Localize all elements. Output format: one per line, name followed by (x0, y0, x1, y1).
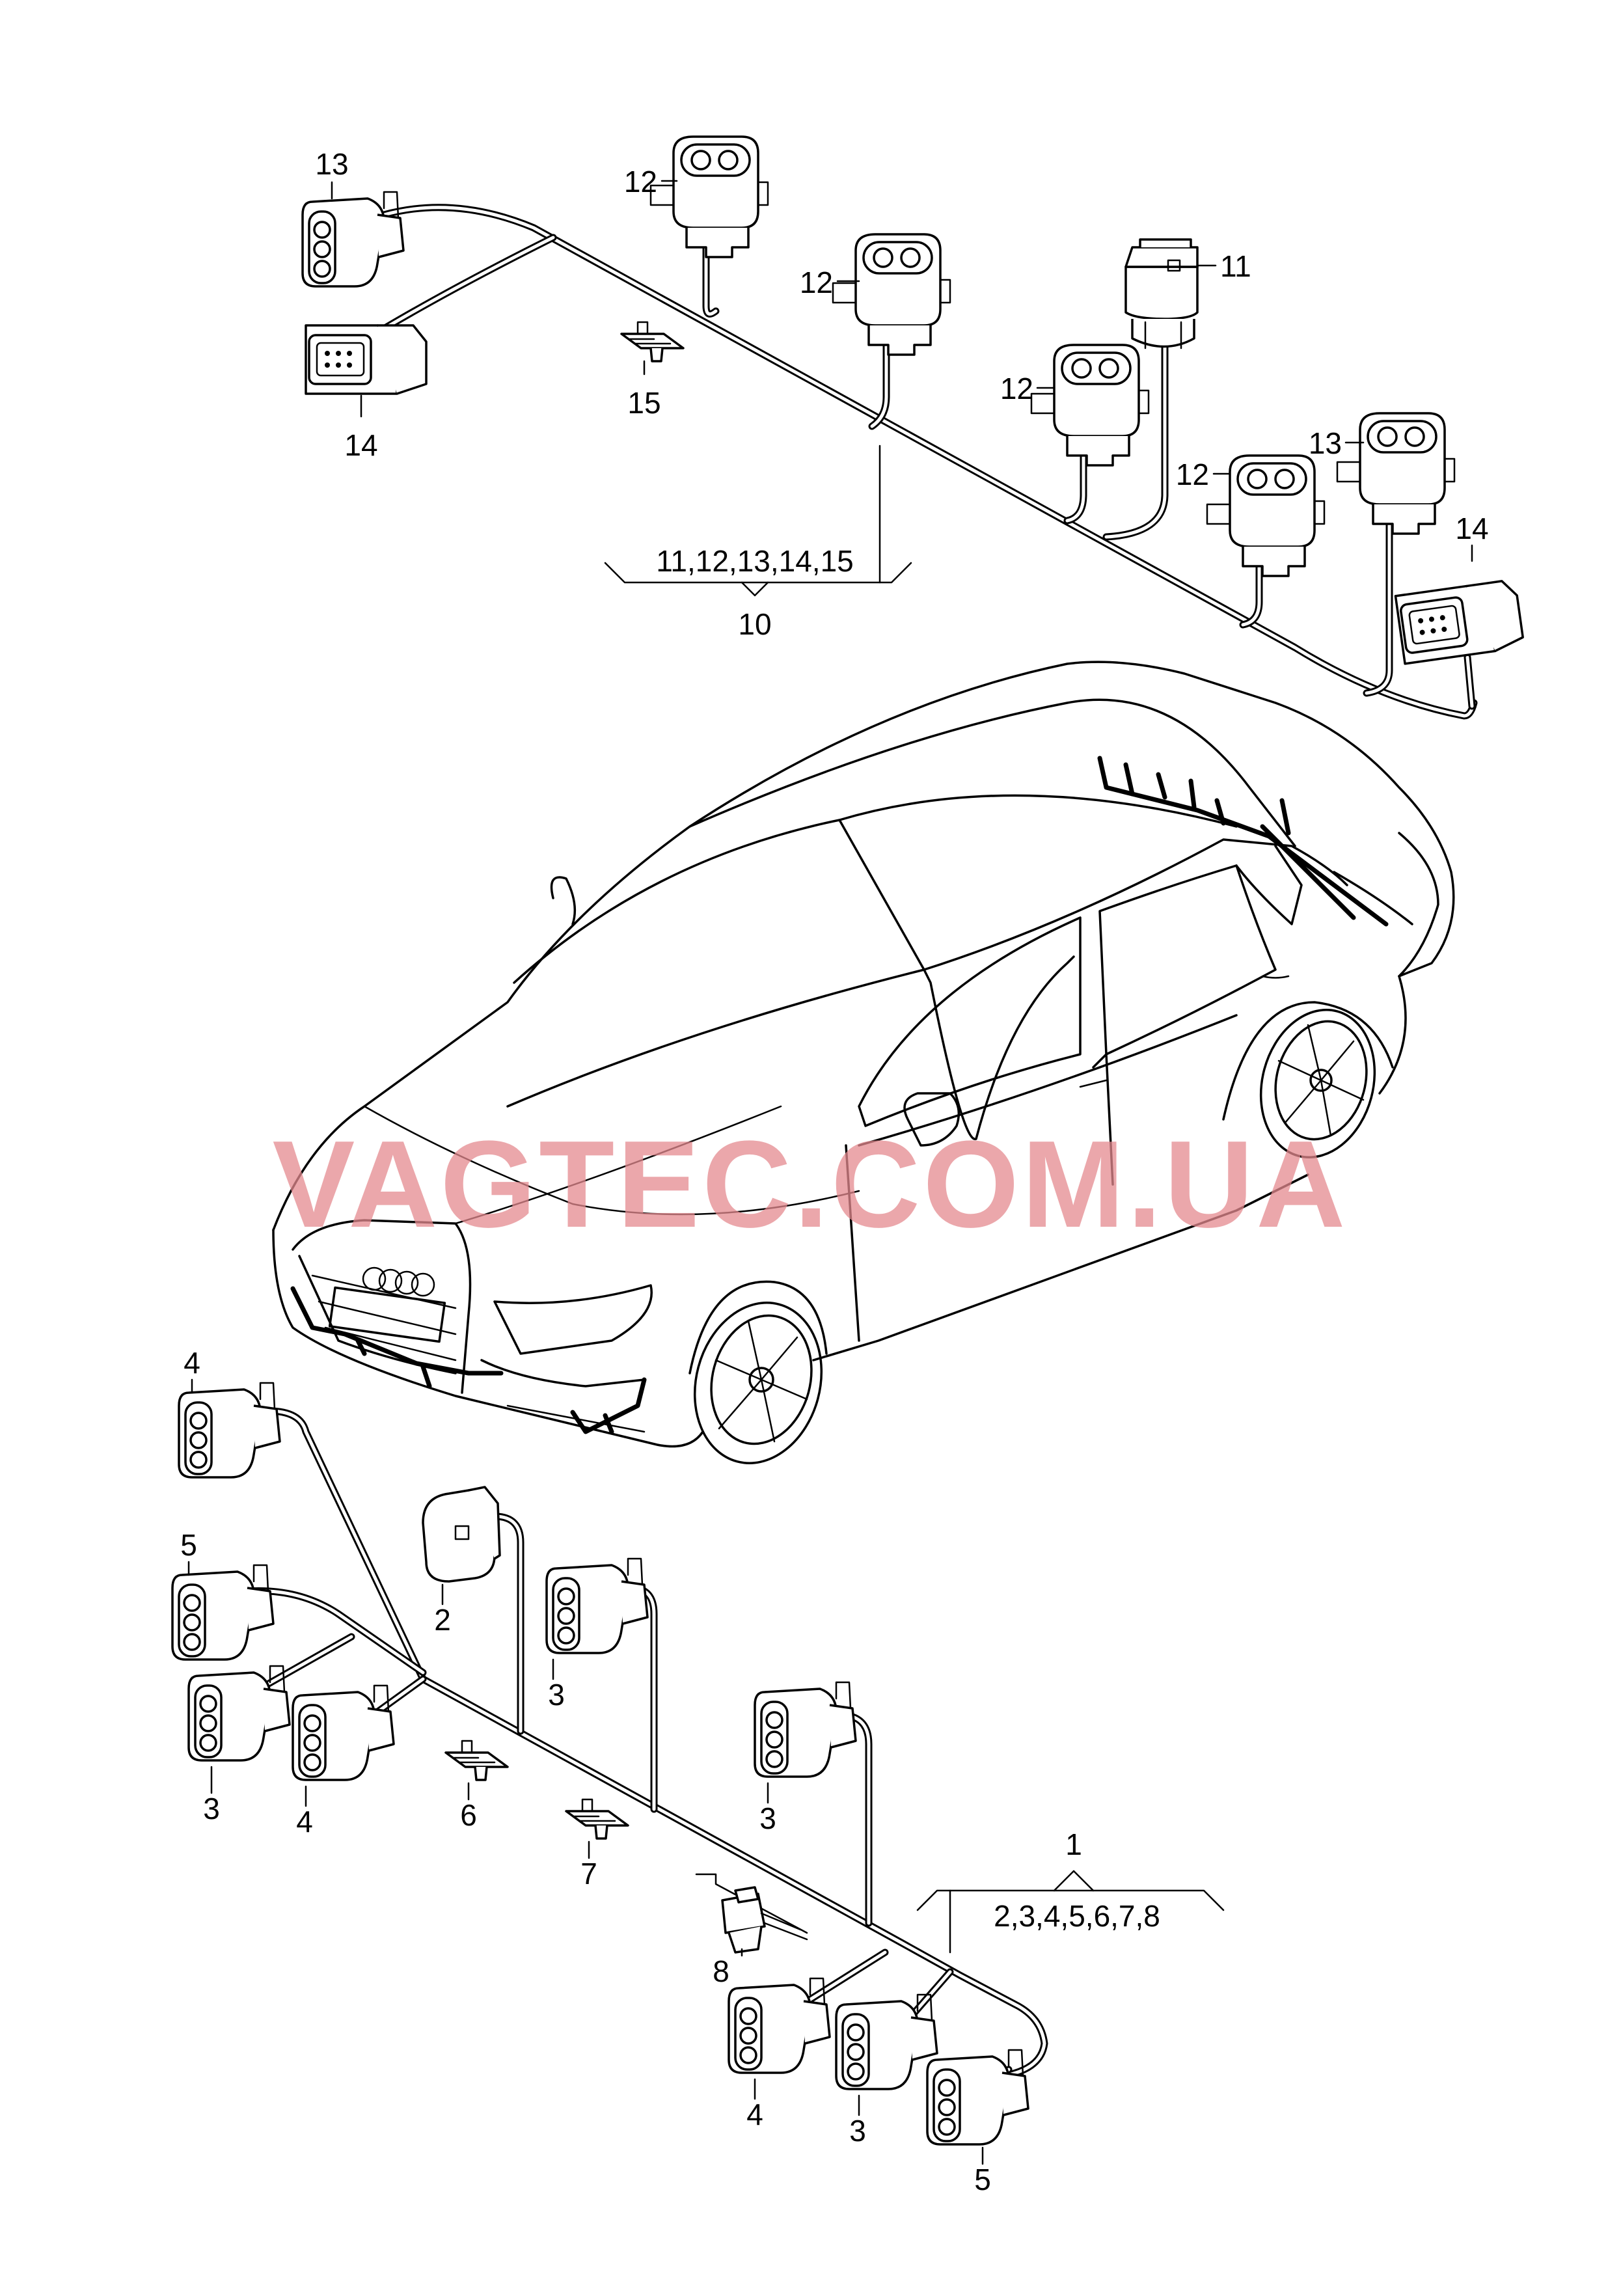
connector-13-b (1336, 412, 1456, 535)
callout-15: 15 (627, 386, 661, 420)
callout-5-b: 5 (974, 2163, 991, 2196)
car-illustration (272, 661, 1455, 1464)
cable-clip-15 (620, 321, 685, 362)
callout-4-b: 4 (296, 1805, 313, 1838)
callout-11: 11 (1220, 249, 1251, 283)
connector-14-b (1394, 578, 1526, 665)
connector-3-c (754, 1681, 857, 1778)
front-leader-lines (187, 1378, 1225, 2165)
connector-14-a (305, 324, 428, 395)
callout-4-a: 4 (184, 1346, 200, 1380)
connector-2 (422, 1486, 501, 1583)
group-1-number: 1 (1065, 1827, 1082, 1861)
connector-4-a (178, 1382, 281, 1479)
cable-clip-6 (444, 1740, 509, 1781)
callout-12-b: 12 (800, 266, 833, 299)
brand-logo-rings (362, 1266, 435, 1297)
callout-7: 7 (580, 1857, 597, 1891)
rear-harness: 13 12 12 11 12 12 13 14 14 15 11,12,13,1… (301, 135, 1526, 720)
cable-clip-7 (565, 1798, 629, 1840)
callout-13-a: 13 (315, 147, 348, 181)
callout-3-b: 3 (548, 1678, 565, 1712)
callout-3-d: 3 (849, 2114, 866, 2148)
callout-2: 2 (434, 1603, 451, 1637)
callout-3-c: 3 (759, 1801, 776, 1835)
rear-harness-trunk (380, 204, 1478, 720)
callout-13-b: 13 (1309, 426, 1342, 460)
callout-12-c: 12 (1000, 372, 1033, 405)
rear-leader-lines (331, 180, 1473, 597)
callout-4-c: 4 (746, 2098, 763, 2131)
group-10-number: 10 (738, 607, 771, 641)
group-1-contents: 2,3,4,5,6,7,8 (994, 1899, 1160, 1933)
connector-5-b (926, 2049, 1029, 2146)
callout-5-a: 5 (180, 1528, 197, 1562)
connector-12-a (649, 135, 769, 258)
connector-4-b (292, 1684, 395, 1781)
callout-14-b: 14 (1455, 512, 1488, 545)
group-10-contents: 11,12,13,14,15 (656, 544, 854, 578)
watermark: VAGTEC.COM.UA (273, 1115, 1348, 1253)
connector-12-b (832, 233, 951, 356)
connector-3-b (545, 1557, 649, 1654)
front-wheel (688, 1280, 828, 1464)
connector-13-a (301, 191, 405, 288)
bracket-8 (695, 1873, 808, 1954)
callout-8: 8 (713, 1954, 729, 1988)
callout-3-a: 3 (203, 1792, 220, 1825)
callout-12-a: 12 (624, 165, 657, 198)
rear-wheel (1222, 1001, 1394, 1158)
callout-12-d: 12 (1176, 458, 1209, 491)
connector-5-a (171, 1564, 275, 1661)
front-harness: 4 5 2 3 3 4 6 3 7 8 4 3 5 1 2,3,4,5,6,7,… (171, 1346, 1225, 2196)
callout-14-a: 14 (344, 428, 377, 462)
connector-12-c (1030, 344, 1150, 467)
callout-6: 6 (460, 1798, 477, 1832)
connector-11 (1124, 238, 1199, 349)
